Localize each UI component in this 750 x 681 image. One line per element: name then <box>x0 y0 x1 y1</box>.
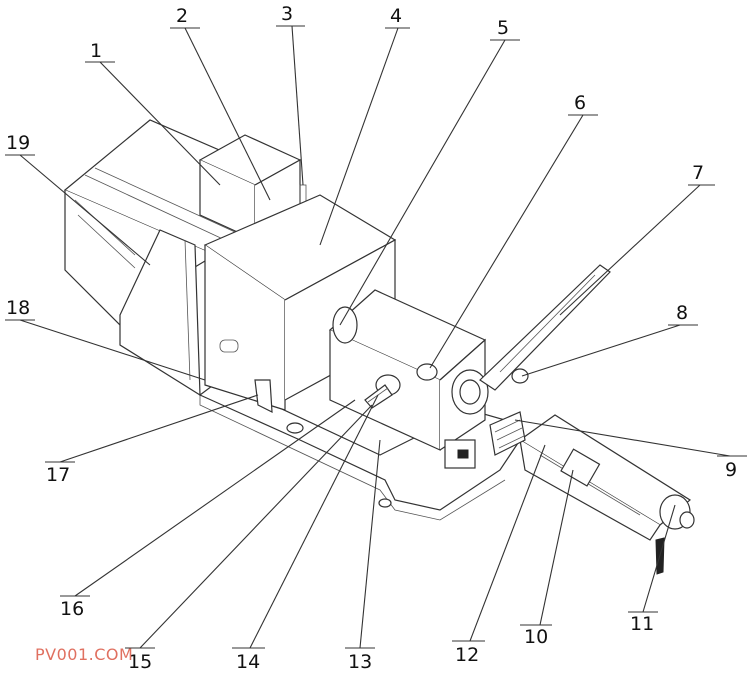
pneumatic-cylinder <box>518 414 695 575</box>
label-3: 3 <box>281 3 293 25</box>
lever-handle <box>479 264 611 391</box>
side-cover-plate <box>119 229 201 397</box>
label-4: 4 <box>390 5 402 27</box>
label-17: 17 <box>46 464 70 486</box>
label-7: 7 <box>692 162 704 184</box>
label-2: 2 <box>176 5 188 27</box>
label-16: 16 <box>60 598 84 620</box>
label-6: 6 <box>574 92 586 114</box>
label-12: 12 <box>455 644 479 666</box>
part-number-labels: 1 2 3 4 5 6 7 8 9 10 11 12 13 14 15 16 1… <box>6 3 737 673</box>
label-5: 5 <box>497 17 509 39</box>
nozzle-fitting <box>364 374 401 409</box>
base-plate <box>198 379 521 521</box>
label-15: 15 <box>128 651 152 673</box>
label-19: 19 <box>6 132 30 154</box>
label-10: 10 <box>524 626 548 648</box>
label-18: 18 <box>6 297 30 319</box>
label-8: 8 <box>676 302 688 324</box>
label-11: 11 <box>630 613 654 635</box>
leader-lines <box>5 25 747 649</box>
spindle-head <box>328 289 489 469</box>
watermark: PV001.COM <box>35 645 133 664</box>
gear-rack <box>489 411 526 456</box>
label-13: 13 <box>348 651 372 673</box>
label-9: 9 <box>725 459 737 481</box>
label-14: 14 <box>236 651 260 673</box>
label-1: 1 <box>90 40 102 62</box>
